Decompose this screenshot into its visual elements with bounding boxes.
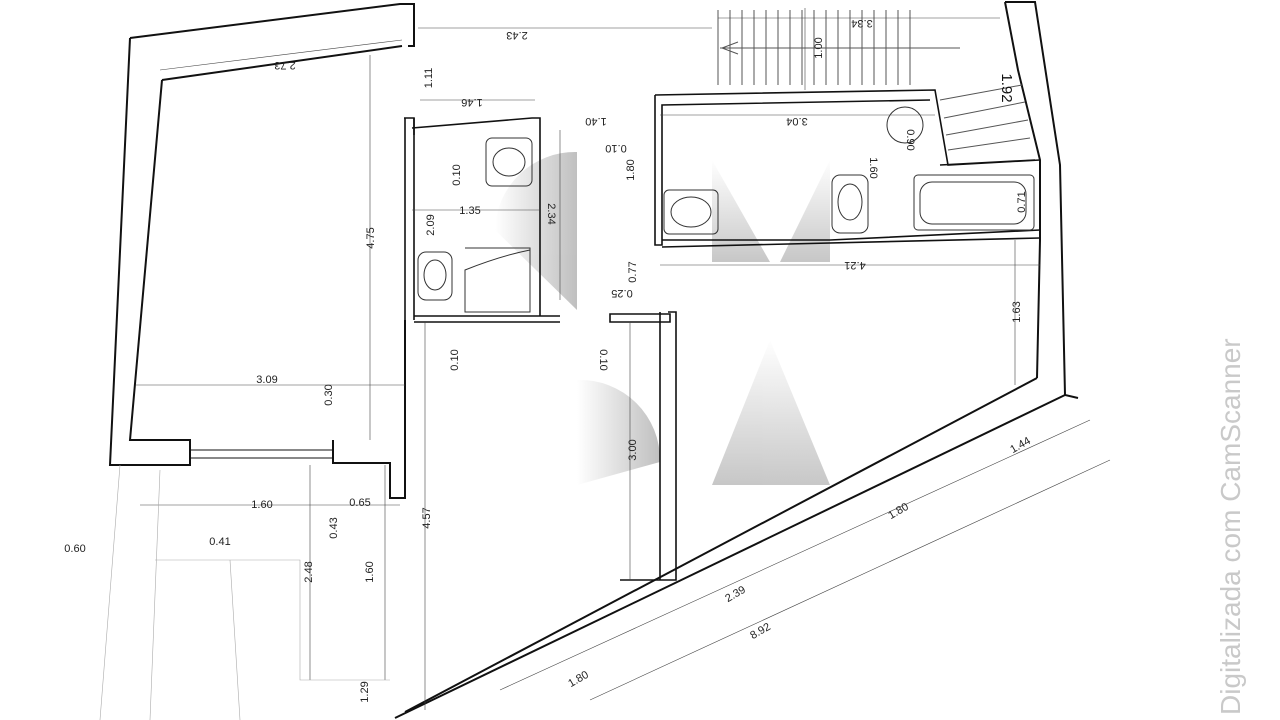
dim-2-48: 2.48 <box>303 561 315 582</box>
dim-0-41: 0.41 <box>209 536 230 548</box>
dim-4-21: 4.21 <box>844 259 865 271</box>
dim-0-30: 0.30 <box>323 384 335 405</box>
dim-1-63: 1.63 <box>1011 301 1023 322</box>
dim-0-10-b: 0.10 <box>451 164 463 185</box>
dim-8-92: 8.92 <box>748 621 773 642</box>
dim-0-10-d: 0.10 <box>597 349 609 370</box>
dim-0-10-a: 0.10 <box>605 142 626 154</box>
dim-3-00: 3.00 <box>627 439 639 460</box>
dim-3-34: 3.34 <box>851 17 872 29</box>
dim-1-44: 1.44 <box>1008 435 1033 456</box>
interior-walls <box>404 89 1041 581</box>
dim-1-92: 1.92 <box>998 73 1015 102</box>
dim-1-35: 1.35 <box>459 205 480 217</box>
shower-tray-icon <box>464 247 531 313</box>
right-bathroom-fixtures <box>663 106 1035 235</box>
dim-1-00: 1.00 <box>813 37 825 58</box>
dim-1-40: 1.40 <box>585 115 606 127</box>
sink-icon <box>663 189 719 235</box>
toilet-icon <box>417 251 453 301</box>
dim-1-60-h: 1.60 <box>251 499 272 511</box>
dim-0-43: 0.43 <box>328 517 340 538</box>
bathtub-icon <box>913 174 1035 231</box>
background-logo-watermark <box>495 151 830 485</box>
dim-3-04: 3.04 <box>786 115 807 127</box>
dim-0-65: 0.65 <box>349 497 370 509</box>
dim-2-34: 2.34 <box>545 203 557 224</box>
dim-0-60: 0.60 <box>64 543 85 555</box>
left-bathroom-fixtures <box>417 137 533 313</box>
bidet-icon <box>886 106 924 144</box>
dim-2-43: 2.43 <box>506 29 527 41</box>
dim-0-10-c: 0.10 <box>449 349 461 370</box>
washbasin-icon <box>485 137 533 187</box>
dim-0-77: 0.77 <box>627 261 639 282</box>
dim-4-57: 4.57 <box>421 507 433 528</box>
dim-1-60-v: 1.60 <box>867 157 879 178</box>
dim-1-80-v: 1.80 <box>625 159 637 180</box>
dim-2-09: 2.09 <box>425 214 437 235</box>
dim-2-73: 2.73 <box>274 59 295 71</box>
dim-3-09: 3.09 <box>256 374 277 386</box>
toilet-right-icon <box>831 174 869 234</box>
dim-2-39: 2.39 <box>723 584 748 605</box>
dim-0-90: 0.90 <box>904 129 916 150</box>
exterior-walls <box>108 1 1079 719</box>
dim-1-60-v2: 1.60 <box>364 561 376 582</box>
dimension-lines <box>99 8 1111 720</box>
staircase <box>717 10 1031 151</box>
dim-1-29: 1.29 <box>359 681 371 702</box>
dim-1-46: 1.46 <box>461 96 482 108</box>
dim-0-25: 0.25 <box>611 287 632 299</box>
dim-1-80-diag-b: 1.80 <box>566 669 591 690</box>
dim-4-75: 4.75 <box>365 227 377 248</box>
dim-0-71: 0.71 <box>1016 191 1028 212</box>
camscanner-watermark: Digitalizada com CamScanner <box>1215 338 1246 715</box>
dim-1-11: 1.11 <box>423 68 435 89</box>
